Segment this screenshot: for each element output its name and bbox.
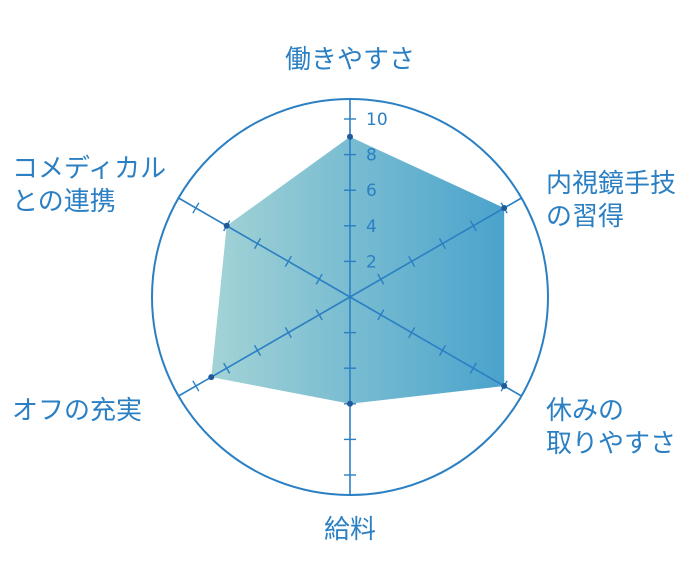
axis-label: オフの充実 (12, 396, 142, 426)
tick-label: 4 (366, 217, 377, 237)
tick-mark (315, 309, 323, 321)
tick-label: 2 (366, 252, 377, 272)
data-point (347, 400, 353, 407)
data-point (501, 205, 508, 211)
tick-mark (284, 255, 292, 267)
axis-line (349, 197, 522, 298)
tick-mark (469, 362, 477, 374)
axis-label: 給料 (324, 515, 376, 545)
tick-mark (377, 309, 385, 321)
axis-label: 休みの取りやすさ (546, 396, 676, 459)
tick-mark (438, 344, 447, 356)
tick-label: 8 (366, 146, 377, 166)
tick-mark (253, 344, 262, 356)
tick-mark (377, 273, 385, 285)
tick-label: 10 (366, 110, 388, 130)
tick-mark (438, 238, 447, 250)
tick-mark (284, 327, 292, 339)
axis-label: コメディカルとの連携 (12, 154, 166, 217)
axis-line (178, 197, 351, 298)
tick-label: 6 (366, 181, 377, 201)
tick-mark (408, 327, 416, 339)
axis-line (178, 296, 351, 397)
axis-label: 内視鏡手技の習得 (546, 169, 676, 232)
tick-mark (192, 202, 200, 214)
data-point (223, 222, 230, 229)
axis-line (349, 296, 522, 397)
data-area (211, 136, 505, 404)
data-point (208, 374, 215, 381)
tick-mark (408, 255, 416, 267)
data-point (347, 133, 353, 140)
tick-mark (315, 273, 323, 285)
tick-mark (192, 380, 200, 392)
tick-mark (253, 238, 262, 250)
tick-mark (223, 362, 231, 374)
data-point (501, 383, 508, 389)
tick-mark (469, 220, 477, 232)
axis-label: 働きやすさ (285, 45, 415, 75)
